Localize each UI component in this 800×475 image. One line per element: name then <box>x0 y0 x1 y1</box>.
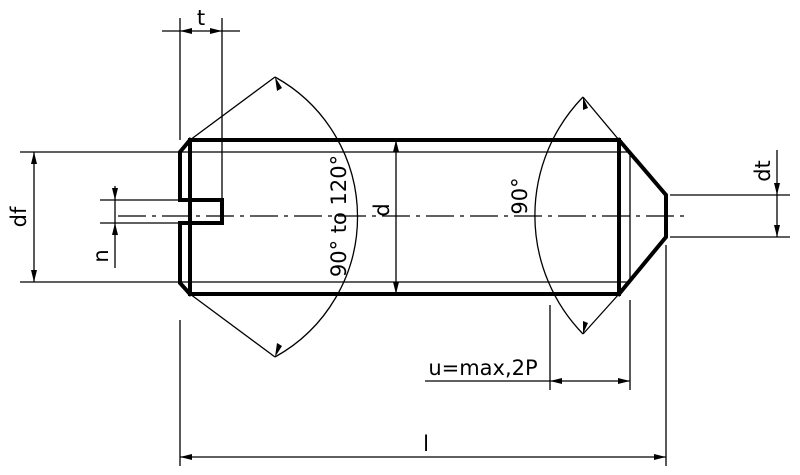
label-n: n <box>89 249 113 262</box>
dim-angle-right <box>534 96 620 335</box>
label-u: u=max,2P <box>428 356 537 380</box>
label-l: l <box>423 432 429 456</box>
label-df: df <box>7 206 31 227</box>
label-t: t <box>197 6 205 30</box>
dim-n <box>100 186 178 268</box>
dim-dt <box>670 150 790 238</box>
dim-t <box>162 18 240 200</box>
label-angle-right: 90° <box>508 177 532 214</box>
dim-u <box>425 300 631 390</box>
thread-lines <box>180 151 631 283</box>
cone-point <box>616 137 668 297</box>
label-d: d <box>370 203 394 216</box>
dim-d <box>393 140 399 294</box>
label-angle-left: 90° to 120° <box>327 155 351 277</box>
dim-l <box>179 245 667 466</box>
screw-outline <box>178 137 668 297</box>
dim-df <box>20 151 178 283</box>
dim-angle-left <box>189 76 359 358</box>
slotted-end-outline <box>178 137 224 297</box>
label-dt: dt <box>751 160 775 182</box>
